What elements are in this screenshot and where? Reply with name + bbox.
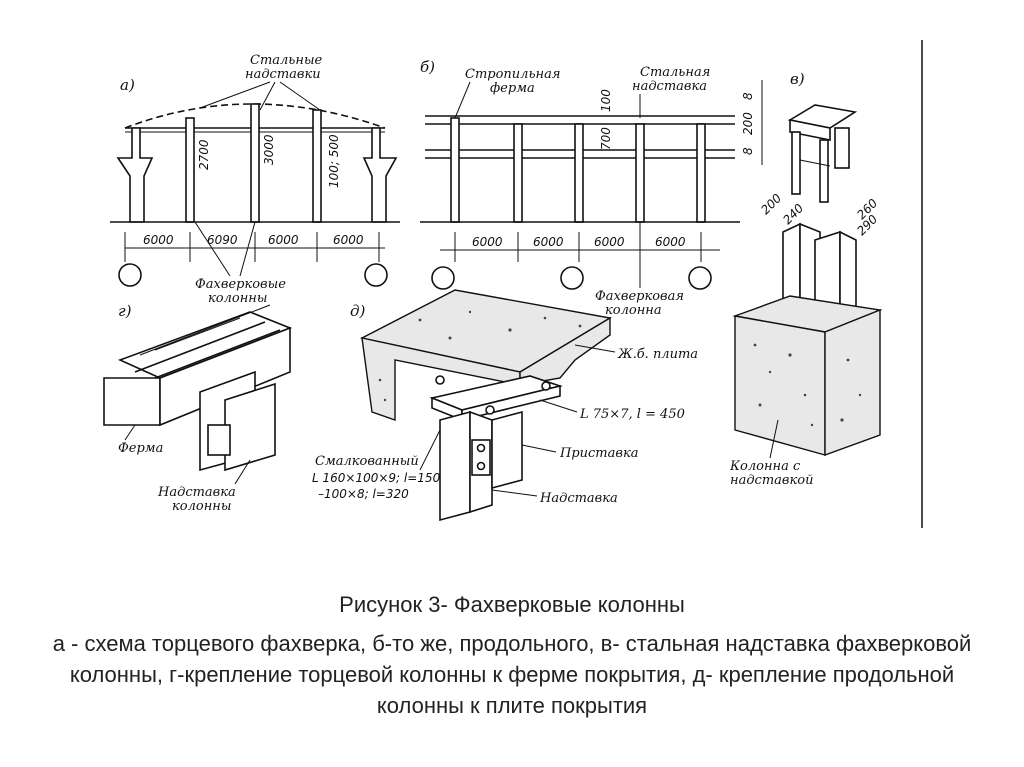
caption-text: а - схема торцевого фахверка, б-то же, п…: [52, 631, 972, 718]
span-a-2: 6090: [207, 233, 238, 247]
steel-ext-b-1: Стальная: [640, 65, 710, 80]
panel-g-letter: г): [118, 302, 132, 320]
dim-v-3: 8: [741, 92, 755, 100]
panel-b-letter: б): [420, 58, 435, 76]
truss-g-label: Ферма: [118, 441, 163, 456]
dim-v-2: 200: [741, 112, 755, 135]
column-v-label-2: надставкой: [730, 473, 813, 488]
smalk-label-1: Смалкованный: [315, 454, 419, 469]
nadst-label: Надставка: [539, 491, 618, 506]
prist-label: Приставка: [559, 446, 638, 461]
smalk-label-3: –100×8; l=320: [318, 487, 409, 501]
span-a-3: 6000: [268, 233, 299, 247]
columns-label-1: Фахверковые: [195, 277, 286, 292]
panel-g: г) Ферма Надставка колонны: [103, 302, 293, 514]
caption-title: Рисунок 3- Фахверковые колонны: [339, 592, 685, 617]
steel-ext-b-2: надставка: [632, 79, 707, 94]
column-b-label-1: Фахверковая: [595, 289, 684, 304]
steel-ext-label-1: Стальные: [250, 53, 323, 68]
panel-b: б) Стропильная ферма Стальная надставка …: [420, 58, 740, 318]
figure-caption: Рисунок 3- Фахверковые колонны а - схема…: [40, 592, 984, 721]
dim-v-1: 8: [741, 147, 755, 155]
ext-g-label-2: колонны: [172, 499, 231, 514]
span-a-1: 6000: [143, 233, 174, 247]
panel-v-letter: в): [790, 70, 805, 88]
span-b-3: 6000: [594, 235, 625, 249]
column-b-label-2: колонна: [605, 303, 662, 318]
span-b-2: 6000: [533, 235, 564, 249]
panel-d: д) Ж.б. плита L 75×7, l = 450 Приставка …: [312, 289, 698, 522]
dim-b-h1: 100: [599, 89, 613, 112]
dim-a-h1: 2700: [197, 139, 211, 170]
smalk-label-2: L 160×100×9; l=150: [312, 471, 441, 485]
truss-label-1: Стропильная: [465, 67, 560, 82]
dim-a-h2: 3000: [262, 134, 276, 165]
span-a-4: 6000: [333, 233, 364, 247]
columns-label-2: колонны: [208, 291, 267, 306]
angle-label: L 75×7, l = 450: [579, 407, 685, 422]
span-b-4: 6000: [655, 235, 686, 249]
panel-v: в) 8 200 8 200 240 260 290 Колонна с над…: [729, 70, 883, 488]
dim-b-h2: 700: [599, 127, 613, 150]
span-b-1: 6000: [472, 235, 503, 249]
ext-g-label-1: Надставка: [157, 485, 236, 500]
panel-a-columns: [116, 103, 398, 223]
panel-b-columns: [450, 117, 706, 223]
dim-a-h3: 100; 500: [327, 134, 341, 188]
steel-ext-label-2: надставки: [245, 67, 321, 82]
column-v-label-1: Колонна с: [729, 459, 801, 474]
dim-v-5: 240: [780, 201, 806, 227]
panel-a: а) Стальные надставки 2700 3000 100; 500: [110, 53, 400, 306]
dim-v-4: 200: [758, 191, 784, 217]
technical-figure: а) Стальные надставки 2700 3000 100; 500: [103, 40, 923, 528]
truss-label-2: ферма: [490, 81, 535, 96]
panel-d-letter: д): [350, 302, 366, 320]
panel-a-letter: а): [120, 76, 135, 94]
slab-label: Ж.б. плита: [617, 347, 698, 362]
